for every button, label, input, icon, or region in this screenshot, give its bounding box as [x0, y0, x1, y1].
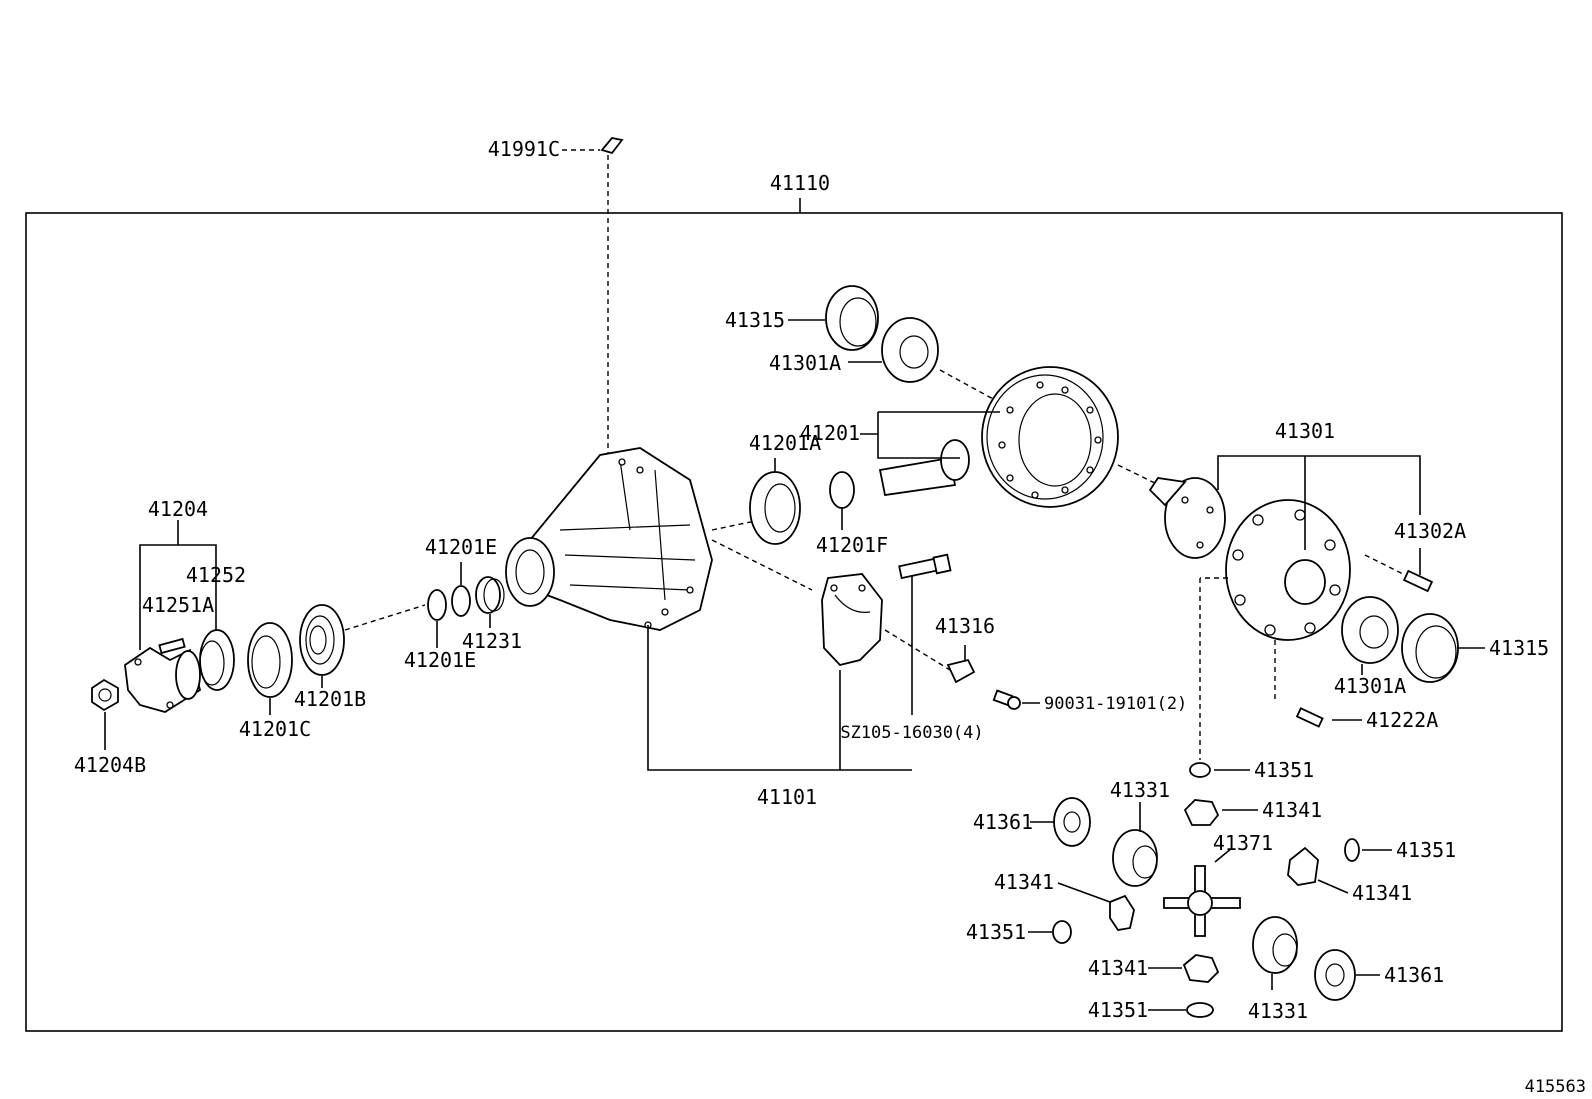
- washer-41201F: [829, 471, 855, 509]
- label-41301A-top[interactable]: 41301A: [769, 351, 841, 375]
- label-assembly-41110[interactable]: 41110: [770, 171, 830, 195]
- bolt-41302A: [1402, 569, 1434, 593]
- oil-seal-41201A: [749, 471, 801, 545]
- label-90031[interactable]: 90031-19101(2): [1044, 694, 1187, 714]
- leader-41341-left: [1057, 882, 1111, 903]
- assembly-frame: [25, 212, 1563, 1032]
- label-41201C[interactable]: 41201C: [239, 717, 311, 741]
- label-41201F[interactable]: 41201F: [816, 533, 888, 557]
- label-41315-top[interactable]: 41315: [725, 308, 785, 332]
- leader-41371: [1214, 847, 1233, 863]
- dash-bearing-to-gear: [939, 369, 996, 401]
- label-41341-left[interactable]: 41341: [994, 870, 1054, 894]
- pinion-shaft-41371: [1163, 865, 1241, 937]
- leader-41301: [1217, 455, 1421, 515]
- label-41371[interactable]: 41371: [1213, 831, 1273, 855]
- label-41341-bottom[interactable]: 41341: [1088, 956, 1148, 980]
- label-41201A[interactable]: 41201A: [749, 431, 821, 455]
- washer-41201E-2: [451, 585, 471, 617]
- label-41204[interactable]: 41204: [148, 497, 208, 521]
- thrust-washer-41351-right: [1344, 838, 1360, 862]
- label-41331-top[interactable]: 41331: [1110, 778, 1170, 802]
- label-41341-a[interactable]: 41341: [1262, 798, 1322, 822]
- dash-case-to-bolt: [1364, 554, 1406, 576]
- leader-41101-housing: [647, 625, 841, 771]
- label-41331-bottom[interactable]: 41331: [1248, 999, 1308, 1023]
- pinion-gear-41341-bottom: [1182, 954, 1220, 983]
- dash-carrier-to-cap: [711, 539, 813, 591]
- label-41251A[interactable]: 41251A: [142, 593, 214, 617]
- label-41201E-top[interactable]: 41201E: [425, 535, 497, 559]
- bolt-41251A: [158, 637, 186, 655]
- bearing-41301A-right: [1341, 596, 1399, 664]
- nut-41204B: [91, 678, 119, 712]
- differential-case-flange: [1225, 499, 1351, 641]
- adjusting-nut-lock: [946, 658, 976, 684]
- bearing-41301A-top: [881, 317, 939, 383]
- label-41351-left[interactable]: 41351: [966, 920, 1026, 944]
- label-41301[interactable]: 41301: [1275, 419, 1335, 443]
- side-gear-41331-top: [1112, 829, 1158, 887]
- label-41301A-right[interactable]: 41301A: [1334, 674, 1406, 698]
- side-gear-41331-bottom: [1252, 916, 1298, 974]
- diagram-id: 415563: [1525, 1077, 1586, 1097]
- deflector-41252: [199, 629, 235, 691]
- bearing-cup-41315-top: [825, 285, 879, 351]
- thrust-washer-41351-bottom: [1186, 1002, 1214, 1018]
- differential-carrier-housing: [505, 447, 713, 631]
- label-41361-right[interactable]: 41361: [1384, 963, 1444, 987]
- label-plate-part: [600, 137, 624, 155]
- washer-41201E-1: [427, 589, 447, 621]
- thrust-washer-41351-left: [1052, 920, 1072, 944]
- leader-41341-right: [1317, 879, 1349, 894]
- dash-bearing-to-spacer: [344, 604, 426, 631]
- label-41222A[interactable]: 41222A: [1366, 708, 1438, 732]
- label-41341-right[interactable]: 41341: [1352, 881, 1412, 905]
- label-41991C[interactable]: 41991C: [488, 137, 560, 161]
- bearing-cup-41315-right: [1401, 613, 1459, 683]
- pinion-gear-41341-a: [1183, 799, 1220, 826]
- label-SZ105[interactable]: SZ105-16030(4): [840, 723, 983, 743]
- label-41361-left[interactable]: 41361: [973, 810, 1033, 834]
- bolt-sz105: [898, 553, 952, 580]
- dash-cap-to-lock: [884, 629, 951, 671]
- ring-gear-and-pinion-41201: [878, 366, 1119, 508]
- oil-seal-41201C: [247, 622, 293, 698]
- bolt-90031: [992, 689, 1021, 710]
- thrust-washer-41361-right: [1314, 949, 1356, 1001]
- differential-case-half: [1148, 477, 1226, 559]
- label-41201B[interactable]: 41201B: [294, 687, 366, 711]
- label-41204B[interactable]: 41204B: [74, 753, 146, 777]
- bearing-41201B: [299, 604, 345, 676]
- thrust-washer-41361-left: [1053, 797, 1091, 847]
- label-41315-right[interactable]: 41315: [1489, 636, 1549, 660]
- label-41351-a[interactable]: 41351: [1254, 758, 1314, 782]
- thrust-washer-41351-a: [1189, 762, 1211, 778]
- label-41351-bottom[interactable]: 41351: [1088, 998, 1148, 1022]
- label-41201[interactable]: 41201: [800, 421, 860, 445]
- label-41252[interactable]: 41252: [186, 563, 246, 587]
- pin-41222A: [1295, 707, 1324, 728]
- pinion-gear-41341-left: [1109, 894, 1135, 931]
- label-41101[interactable]: 41101: [757, 785, 817, 809]
- label-41302A[interactable]: 41302A: [1394, 519, 1466, 543]
- label-41231[interactable]: 41231: [462, 629, 522, 653]
- leader-41201-bottom: [877, 412, 960, 459]
- pinion-gear-41341-right: [1287, 846, 1319, 886]
- label-41351-right[interactable]: 41351: [1396, 838, 1456, 862]
- label-41316[interactable]: 41316: [935, 614, 995, 638]
- label-41201E-bottom[interactable]: 41201E: [404, 648, 476, 672]
- spacer-41231: [475, 576, 505, 614]
- bearing-cap: [821, 573, 883, 667]
- companion-flange: [124, 646, 202, 713]
